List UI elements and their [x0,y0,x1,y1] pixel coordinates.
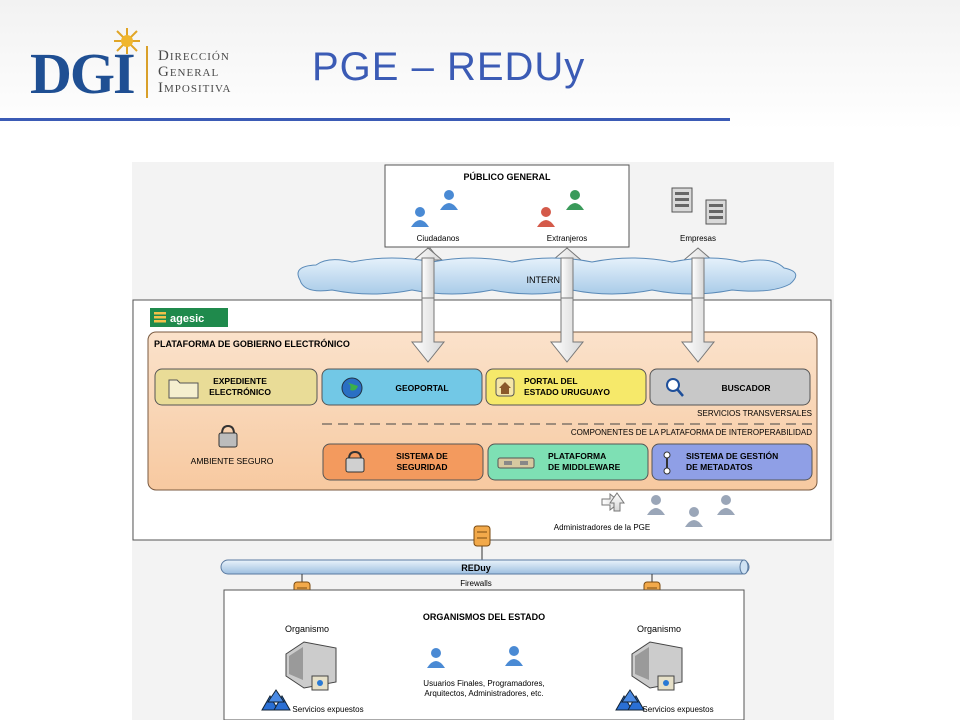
components-label: COMPONENTES DE LA PLATAFORMA DE INTEROPE… [571,428,812,437]
organism-left-label: Organismo [285,624,329,634]
agesic-logo-text: agesic [170,313,204,325]
service-geoportal-label: GEOPORTAL [395,383,448,393]
admin-arrow [601,492,625,512]
exposed-left-label: Servicios expuestos [292,705,363,714]
title-rule [0,118,730,121]
house-icon [499,382,511,394]
component-metadata-line2: DE METADATOS [686,462,753,472]
organism-right-label: Organismo [637,624,681,634]
admins-label: Administradores de la PGE [554,523,651,532]
service-portal-line2: ESTADO URUGUAYO [524,387,610,397]
service-geoportal [321,368,483,406]
exposed-right-icon [615,689,645,711]
reduy-label: REDuy [461,563,491,573]
magnifier-icon [666,378,680,392]
component-metadata [651,443,813,481]
firewall-top-icon [473,525,491,562]
metadata-icon [663,451,671,459]
public-item-foreigners: Extranjeros [547,234,587,243]
service-expediente [154,368,318,406]
page-title: PGE – REDUy [312,45,586,89]
exposed-right-label: Servicios expuestos [642,705,713,714]
organisms-title: ORGANISMOS DEL ESTADO [423,612,545,622]
arrow-shafts-over-cloud [421,257,705,299]
public-item-citizens: Ciudadanos [417,234,460,243]
agesic-mark-icon [154,312,166,323]
component-metadata-line1: SISTEMA DE GESTIÓN [686,450,778,461]
service-expediente-line2: ELECTRÓNICO [209,386,271,397]
component-security-line1: SISTEMA DE [396,451,448,461]
agesic-logo [150,308,228,327]
service-buscador [649,368,811,406]
reduy-pipe [220,559,750,575]
exposed-left-icon [261,689,291,711]
lock-icon [348,450,362,460]
logo-line-1: Dirección [158,48,230,64]
internet-label: INTERNET [527,275,573,285]
secure-env-lock-icon [218,424,238,448]
public-item-companies: Empresas [680,234,716,243]
users-line2: Arquitectos, Administradores, etc. [424,689,543,698]
admins-icon [647,495,735,527]
public-title: PÚBLICO GENERAL [463,171,551,182]
folder-icon [168,379,199,399]
logo-line-3: Impositiva [158,80,232,96]
firewalls-label: Firewalls [460,579,492,588]
services-label: SERVICIOS TRANSVERSALES [697,409,812,418]
organism-right-building-icon [631,641,683,691]
service-buscador-label: BUSCADOR [721,383,770,393]
logo-line-2: General [158,64,220,80]
companies-icon [671,187,727,225]
architecture-diagram: PÚBLICO GENERAL Ciudadanos Extranjeros E… [132,162,834,720]
service-portal [485,368,647,406]
service-expediente-line1: EXPEDIENTE [213,376,267,386]
users-icon [427,646,523,668]
dgi-logo: DGI [30,41,136,106]
platform-title: PLATAFORMA DE GOBIERNO ELECTRÓNICO [154,338,350,349]
organism-left-building-icon [285,641,337,691]
component-security-line2: SEGURIDAD [396,462,447,472]
citizens-icon [411,190,458,227]
service-portal-line1: PORTAL DEL [524,376,578,386]
public-box [384,164,630,248]
middleware-icon [497,457,535,469]
foreigners-icon [537,190,584,227]
component-security [322,443,484,481]
secure-env-label: AMBIENTE SEGURO [191,456,274,466]
users-line1: Usuarios Finales, Programadores, [423,679,544,688]
component-middleware-line2: DE MIDDLEWARE [548,462,621,472]
sun-icon [114,28,140,54]
component-middleware-line1: PLATAFORMA [548,451,606,461]
component-middleware [487,443,649,481]
logo-separator [146,46,148,98]
